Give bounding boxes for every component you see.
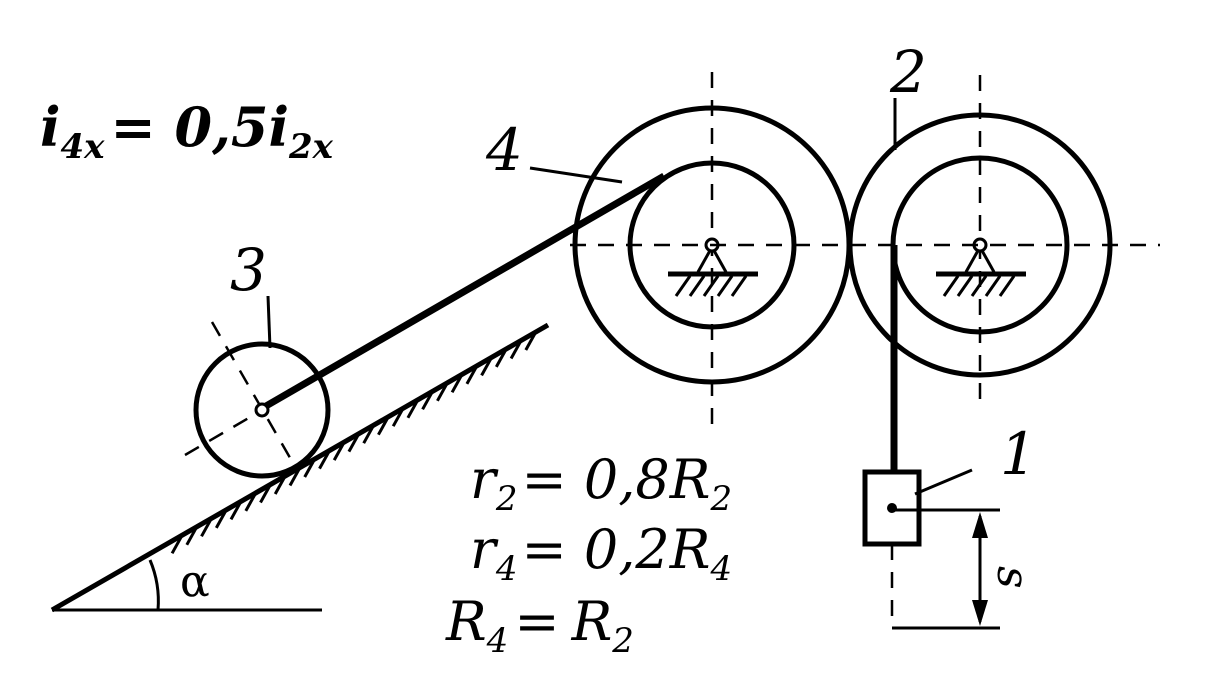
incline-hatch-mark bbox=[170, 534, 184, 555]
formula-r4-lhs: r bbox=[470, 518, 499, 581]
incline-hatch-mark bbox=[303, 458, 317, 478]
formula-block: r2= 0,8R2 r4= 0,2R4 R4=R2 bbox=[445, 448, 732, 661]
incline-hatch-mark bbox=[524, 331, 538, 351]
pulley-2-support bbox=[936, 237, 1026, 297]
weight-1: 1 bbox=[862, 420, 1037, 628]
formula-R4-lhs: R bbox=[445, 590, 487, 653]
svg-text:r4= 0,2R4: r4= 0,2R4 bbox=[470, 518, 732, 589]
pulley-4-support bbox=[668, 237, 758, 297]
incline-hatch-mark bbox=[391, 407, 405, 427]
formula-r4-rhs-sub: 4 bbox=[709, 549, 732, 589]
cylinder-3-label: 3 bbox=[230, 236, 267, 304]
formula-r2-lhs-sub: 2 bbox=[495, 479, 518, 519]
incline-hatch-mark bbox=[318, 449, 331, 470]
formula-r2-eq: = 0,8 bbox=[521, 448, 669, 511]
incline-hatch-mark bbox=[332, 441, 346, 461]
incline-hatch-mark bbox=[450, 373, 464, 394]
incline-hatch-mark bbox=[288, 466, 302, 487]
formula-r4-lhs-sub: 4 bbox=[495, 549, 518, 589]
cylinder-3: 3 bbox=[184, 236, 346, 479]
incline-hatch-mark bbox=[362, 424, 376, 444]
pulley-2: 2 bbox=[847, 38, 1113, 400]
cylinder-3-leader bbox=[266, 295, 272, 349]
angle-alpha-label: α bbox=[180, 556, 210, 607]
incline-hatch-mark bbox=[185, 526, 199, 546]
pulley-4-leader bbox=[529, 166, 623, 184]
cylinder-3-circle bbox=[193, 341, 331, 479]
svg-text:i4x= 0,5i2x: i4x= 0,5i2x bbox=[40, 95, 334, 167]
formula-gear-ratio: i4x= 0,5i2x bbox=[40, 95, 334, 167]
formula-r2-lhs: r bbox=[470, 448, 499, 511]
formula-R4-rhs-sub: 2 bbox=[611, 621, 634, 661]
formula-ratio-lhs: i bbox=[40, 95, 61, 159]
incline-hatch-mark bbox=[377, 415, 390, 436]
incline-hatch-mark bbox=[494, 348, 508, 368]
formula-r4-eq: = 0,2 bbox=[521, 518, 669, 581]
formula-ratio-rhs-sub: 2x bbox=[288, 127, 334, 167]
dimension-s: s bbox=[892, 508, 1038, 630]
formula-ratio-lhs-sub: 4x bbox=[61, 127, 106, 167]
pulley-4-label: 4 bbox=[485, 116, 523, 184]
incline-hatch-mark bbox=[406, 399, 420, 419]
inclined-plane: α bbox=[50, 322, 550, 613]
svg-text:R4=R2: R4=R2 bbox=[445, 590, 634, 661]
pulley-2-label: 2 bbox=[889, 38, 927, 106]
incline-hatch-mark bbox=[244, 492, 258, 512]
incline-hatch-mark bbox=[229, 500, 243, 521]
incline-hatch-mark bbox=[200, 517, 213, 538]
incline-hatch-mark bbox=[436, 382, 449, 402]
formula-r2-rhs: R bbox=[669, 448, 711, 511]
incline-hatch-mark bbox=[421, 390, 434, 411]
angle-arc bbox=[148, 559, 160, 611]
incline-hatch-mark bbox=[465, 365, 479, 385]
cylinder-3-center bbox=[254, 402, 270, 418]
rope-3-to-4 bbox=[264, 172, 666, 410]
incline-hatch-mark bbox=[214, 509, 228, 529]
incline-hatching bbox=[170, 331, 538, 555]
cylinder-3-normal-line bbox=[210, 321, 299, 471]
weight-1-leader bbox=[914, 468, 973, 496]
incline-hatch-mark bbox=[259, 483, 272, 504]
incline-hatch-mark bbox=[509, 339, 523, 360]
formula-R4-lhs-sub: 4 bbox=[486, 621, 509, 661]
dimension-s-arrow-top bbox=[972, 512, 988, 538]
weight-1-label: 1 bbox=[1000, 420, 1037, 488]
formula-r2-rhs-sub: 2 bbox=[709, 479, 732, 519]
svg-text:r2= 0,8R2: r2= 0,8R2 bbox=[470, 448, 732, 519]
incline-hatch-mark bbox=[480, 356, 493, 377]
formula-R4-rhs: R bbox=[571, 590, 613, 653]
formula-ratio-eq: = 0,5 bbox=[110, 95, 268, 159]
incline-hatch-mark bbox=[347, 432, 361, 453]
weight-1-center bbox=[887, 503, 897, 513]
dimension-s-label: s bbox=[987, 566, 1038, 589]
dimension-s-arrow-bottom bbox=[972, 600, 988, 626]
formula-r4-rhs: R bbox=[669, 518, 711, 581]
incline-hatch-mark bbox=[273, 475, 287, 495]
formula-R4-eq: = bbox=[514, 590, 559, 653]
formula-ratio-rhs: i bbox=[268, 95, 289, 159]
